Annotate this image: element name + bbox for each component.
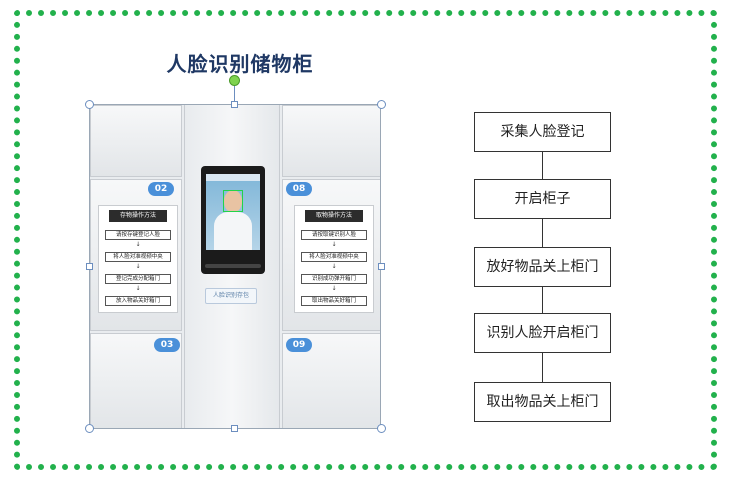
down-arrow-icon: ↓ — [331, 241, 337, 248]
terminal-footer — [205, 264, 261, 268]
deposit-step: 放入物品关好箱门 — [105, 296, 171, 306]
flow-step-box[interactable]: 开启柜子 — [474, 179, 611, 219]
page-title: 人脸识别储物柜 — [166, 52, 314, 76]
deposit-step: 登记完成分配箱门 — [105, 274, 171, 284]
down-arrow-icon: ↓ — [135, 263, 141, 270]
down-arrow-icon: ↓ — [331, 285, 337, 292]
down-arrow-icon: ↓ — [135, 285, 141, 292]
resize-handle-top[interactable] — [231, 101, 238, 108]
deposit-step: 将人脸对准视频中央 — [105, 252, 171, 262]
terminal-screen — [206, 174, 260, 250]
locker-door — [282, 105, 380, 177]
resize-handle-top-right[interactable] — [377, 100, 386, 109]
locker-door — [90, 105, 182, 177]
pickup-step: 请按取键识别人脸 — [301, 230, 367, 240]
down-arrow-icon: ↓ — [331, 263, 337, 270]
deposit-instructions-title: 存物操作方法 — [109, 210, 167, 222]
resize-handle-right[interactable] — [378, 263, 385, 270]
deposit-instructions: 存物操作方法 请按存键登记人脸 ↓ 将人脸对准视频中央 ↓ 登记完成分配箱门 ↓… — [98, 205, 178, 313]
locker-number-badge: 03 — [154, 338, 180, 352]
dotted-border — [14, 10, 717, 470]
rotate-handle[interactable] — [229, 75, 240, 86]
person-face — [224, 190, 242, 212]
person-figure — [214, 212, 252, 250]
flow-step-box[interactable]: 放好物品关上柜门 — [474, 247, 611, 287]
flow-step-box[interactable]: 识别人脸开启柜门 — [474, 313, 611, 353]
flow-step-box[interactable]: 采集人脸登记 — [474, 112, 611, 152]
resize-handle-left[interactable] — [86, 263, 93, 270]
pickup-step: 取出物品关好箱门 — [301, 296, 367, 306]
down-arrow-icon: ↓ — [135, 241, 141, 248]
resize-handle-bottom[interactable] — [231, 425, 238, 432]
locker-number-badge: 08 — [286, 182, 312, 196]
device-label: 人脸识别存包 — [205, 288, 257, 304]
pickup-step: 识别成功弹开箱门 — [301, 274, 367, 284]
face-detection-box — [223, 190, 243, 212]
pickup-instructions: 取物操作方法 请按取键识别人脸 ↓ 将人脸对准视频中央 ↓ 识别成功弹开箱门 ↓… — [294, 205, 374, 313]
locker-photo[interactable]: 02 08 03 09 存物操作方法 请按存键登记人脸 ↓ 将人脸对准视频中央 … — [89, 104, 381, 429]
resize-handle-bottom-right[interactable] — [377, 424, 386, 433]
locker-number-badge: 09 — [286, 338, 312, 352]
pickup-instructions-title: 取物操作方法 — [305, 210, 363, 222]
screen-header — [206, 174, 260, 181]
resize-handle-bottom-left[interactable] — [85, 424, 94, 433]
face-recognition-terminal — [201, 166, 265, 274]
deposit-step: 请按存键登记人脸 — [105, 230, 171, 240]
locker-number-badge: 02 — [148, 182, 174, 196]
resize-handle-top-left[interactable] — [85, 100, 94, 109]
pickup-step: 将人脸对准视频中央 — [301, 252, 367, 262]
flow-step-box[interactable]: 取出物品关上柜门 — [474, 382, 611, 422]
rotate-handle-line — [234, 84, 235, 104]
